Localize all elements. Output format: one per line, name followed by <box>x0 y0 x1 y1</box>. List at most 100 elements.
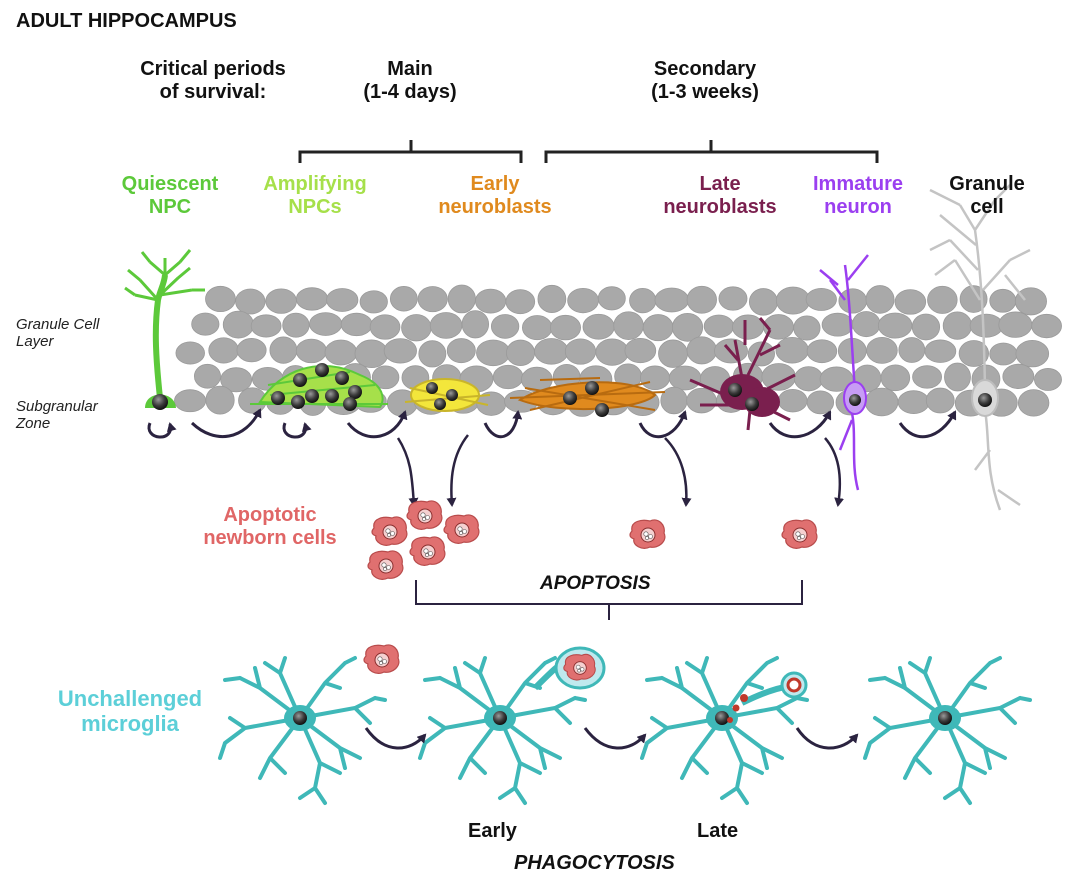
granule-layer-cell <box>629 287 657 314</box>
granule-layer-cell <box>1034 368 1062 391</box>
subgranular-zone-label: Subgranular Zone <box>16 398 98 433</box>
late-neuroblast-cells <box>689 317 796 431</box>
granule-layer-cell <box>1002 363 1035 389</box>
early-line2: neuroblasts <box>438 196 552 218</box>
amplifying-npc-nucleus <box>291 395 305 409</box>
granule-layer-cell <box>775 336 809 364</box>
survival-label-line1: Critical periods <box>140 58 286 80</box>
granule-layer-cell <box>205 385 235 415</box>
granule-layer-cell <box>880 364 911 392</box>
main-period-line2: (1-4 days) <box>363 81 457 103</box>
granule-layer-cell <box>389 286 418 312</box>
quiescent-line2: NPC <box>148 196 192 218</box>
survival-periods-label: Critical periods of survival: <box>128 58 298 104</box>
granule-layer-cell <box>654 287 689 313</box>
microglia-cell <box>218 656 387 805</box>
granule-layer-cell <box>369 314 401 340</box>
secondary-period-line1: Secondary <box>653 58 757 80</box>
main-period-bracket <box>298 140 523 163</box>
apoptotic-cell <box>629 519 666 549</box>
granule-layer-cell <box>549 314 581 341</box>
early-neuroblasts-label: Early neuroblasts <box>410 173 580 219</box>
granule-layer-cell <box>295 338 327 364</box>
granule-layer-cell <box>597 286 626 311</box>
granule-layer-cell <box>718 286 748 311</box>
granule-layer-cell <box>401 314 432 342</box>
granule-layer-cell <box>703 314 735 338</box>
amplifying-line2: NPCs <box>288 196 342 218</box>
granule-layer-cell <box>924 339 957 363</box>
gcl-line1: Granule Cell <box>16 316 100 333</box>
sgz-line1: Subgranular <box>16 398 98 415</box>
granule-layer-cell <box>838 288 868 314</box>
granule-layer-cell <box>912 365 942 389</box>
immature-neuron-cell <box>819 254 869 491</box>
granule-layer-cell <box>686 285 717 314</box>
granule-layer-cell <box>326 288 359 312</box>
granule-layer-cell <box>534 338 569 365</box>
granule-layer-cell <box>222 310 254 339</box>
apoptotic-cell <box>409 536 446 566</box>
granule-layer-cell <box>354 339 389 369</box>
granule-layer-cell <box>476 339 511 367</box>
granule-layer-cell <box>658 339 688 368</box>
granule-layer-cell <box>1031 313 1062 339</box>
granule-layer-cell <box>806 339 838 364</box>
granule-layer-cell <box>668 365 702 391</box>
amplifying-npc-nucleus <box>305 389 319 403</box>
granule-layer-cell <box>429 312 463 339</box>
microglia-cell <box>640 656 809 805</box>
apoptotic-cell <box>367 550 404 580</box>
granule-layer-cell <box>894 289 927 315</box>
amplifying-npc-nucleus <box>348 385 362 399</box>
granule-cell-layer-label: Granule Cell Layer <box>16 316 99 351</box>
granule-layer-cell <box>671 312 704 342</box>
phagocytosis-label: PHAGOCYTOSIS <box>514 852 675 874</box>
granule-layer-cell <box>250 314 282 338</box>
granule-layer-cell <box>193 363 221 389</box>
differentiation-arrows <box>190 408 957 439</box>
apoptosis-arrows <box>396 434 845 507</box>
self-renewal-arrows <box>147 422 312 439</box>
granule-layer-cell <box>490 314 520 339</box>
immature-line2: neuron <box>824 196 892 218</box>
granule-layer-cell <box>446 338 476 364</box>
granule-layer-cell <box>942 311 973 340</box>
quiescent-npc-cell <box>124 249 205 410</box>
granule-layer-cell <box>461 310 490 339</box>
granule-layer-cell <box>1017 389 1050 417</box>
main-period-label: Main (1-4 days) <box>340 58 480 104</box>
amplifying-npcs-label: Amplifying NPCs <box>240 173 390 219</box>
apoptotic-cell <box>781 519 818 549</box>
granule-layer-cell <box>613 311 644 340</box>
granule-layer-cell <box>897 390 930 414</box>
amplifying-npc-nucleus <box>343 397 357 411</box>
apoptotic-cells-label: Apoptotic newborn cells <box>175 504 365 550</box>
granule-layer-cell <box>174 389 207 413</box>
early-neuroblast-cluster-yellow <box>404 378 491 412</box>
amplifying-npc-nucleus <box>271 391 285 405</box>
granule-layer-cell <box>989 342 1018 366</box>
granule-layer-cell <box>958 340 989 367</box>
granule-layer-cell <box>582 313 615 340</box>
granule-layer-cell <box>236 338 267 363</box>
secondary-period-label: Secondary (1-3 weeks) <box>620 58 790 104</box>
granule-layer-cell <box>624 338 657 364</box>
granule-layer-cell <box>640 365 670 391</box>
granule-layer-cell <box>911 313 941 341</box>
granule-layer-cell <box>340 312 373 337</box>
apoptosis-label: APOPTOSIS <box>540 573 651 594</box>
granule-layer-cell <box>748 288 778 316</box>
granule-layer-cell <box>805 287 837 311</box>
granule-layer-cell <box>418 340 447 368</box>
granule-layer-cell <box>505 289 536 315</box>
granule-layer-cell <box>1015 340 1050 368</box>
amplifying-npc-nucleus <box>325 389 339 403</box>
granule-layer-cell <box>475 288 507 314</box>
granule-layer-cell <box>944 362 971 392</box>
microglia-cell <box>863 656 1032 805</box>
granule-layer-cell <box>1014 287 1047 316</box>
secondary-period-line2: (1-3 weeks) <box>651 81 759 103</box>
granule-layer-cell <box>806 390 835 415</box>
